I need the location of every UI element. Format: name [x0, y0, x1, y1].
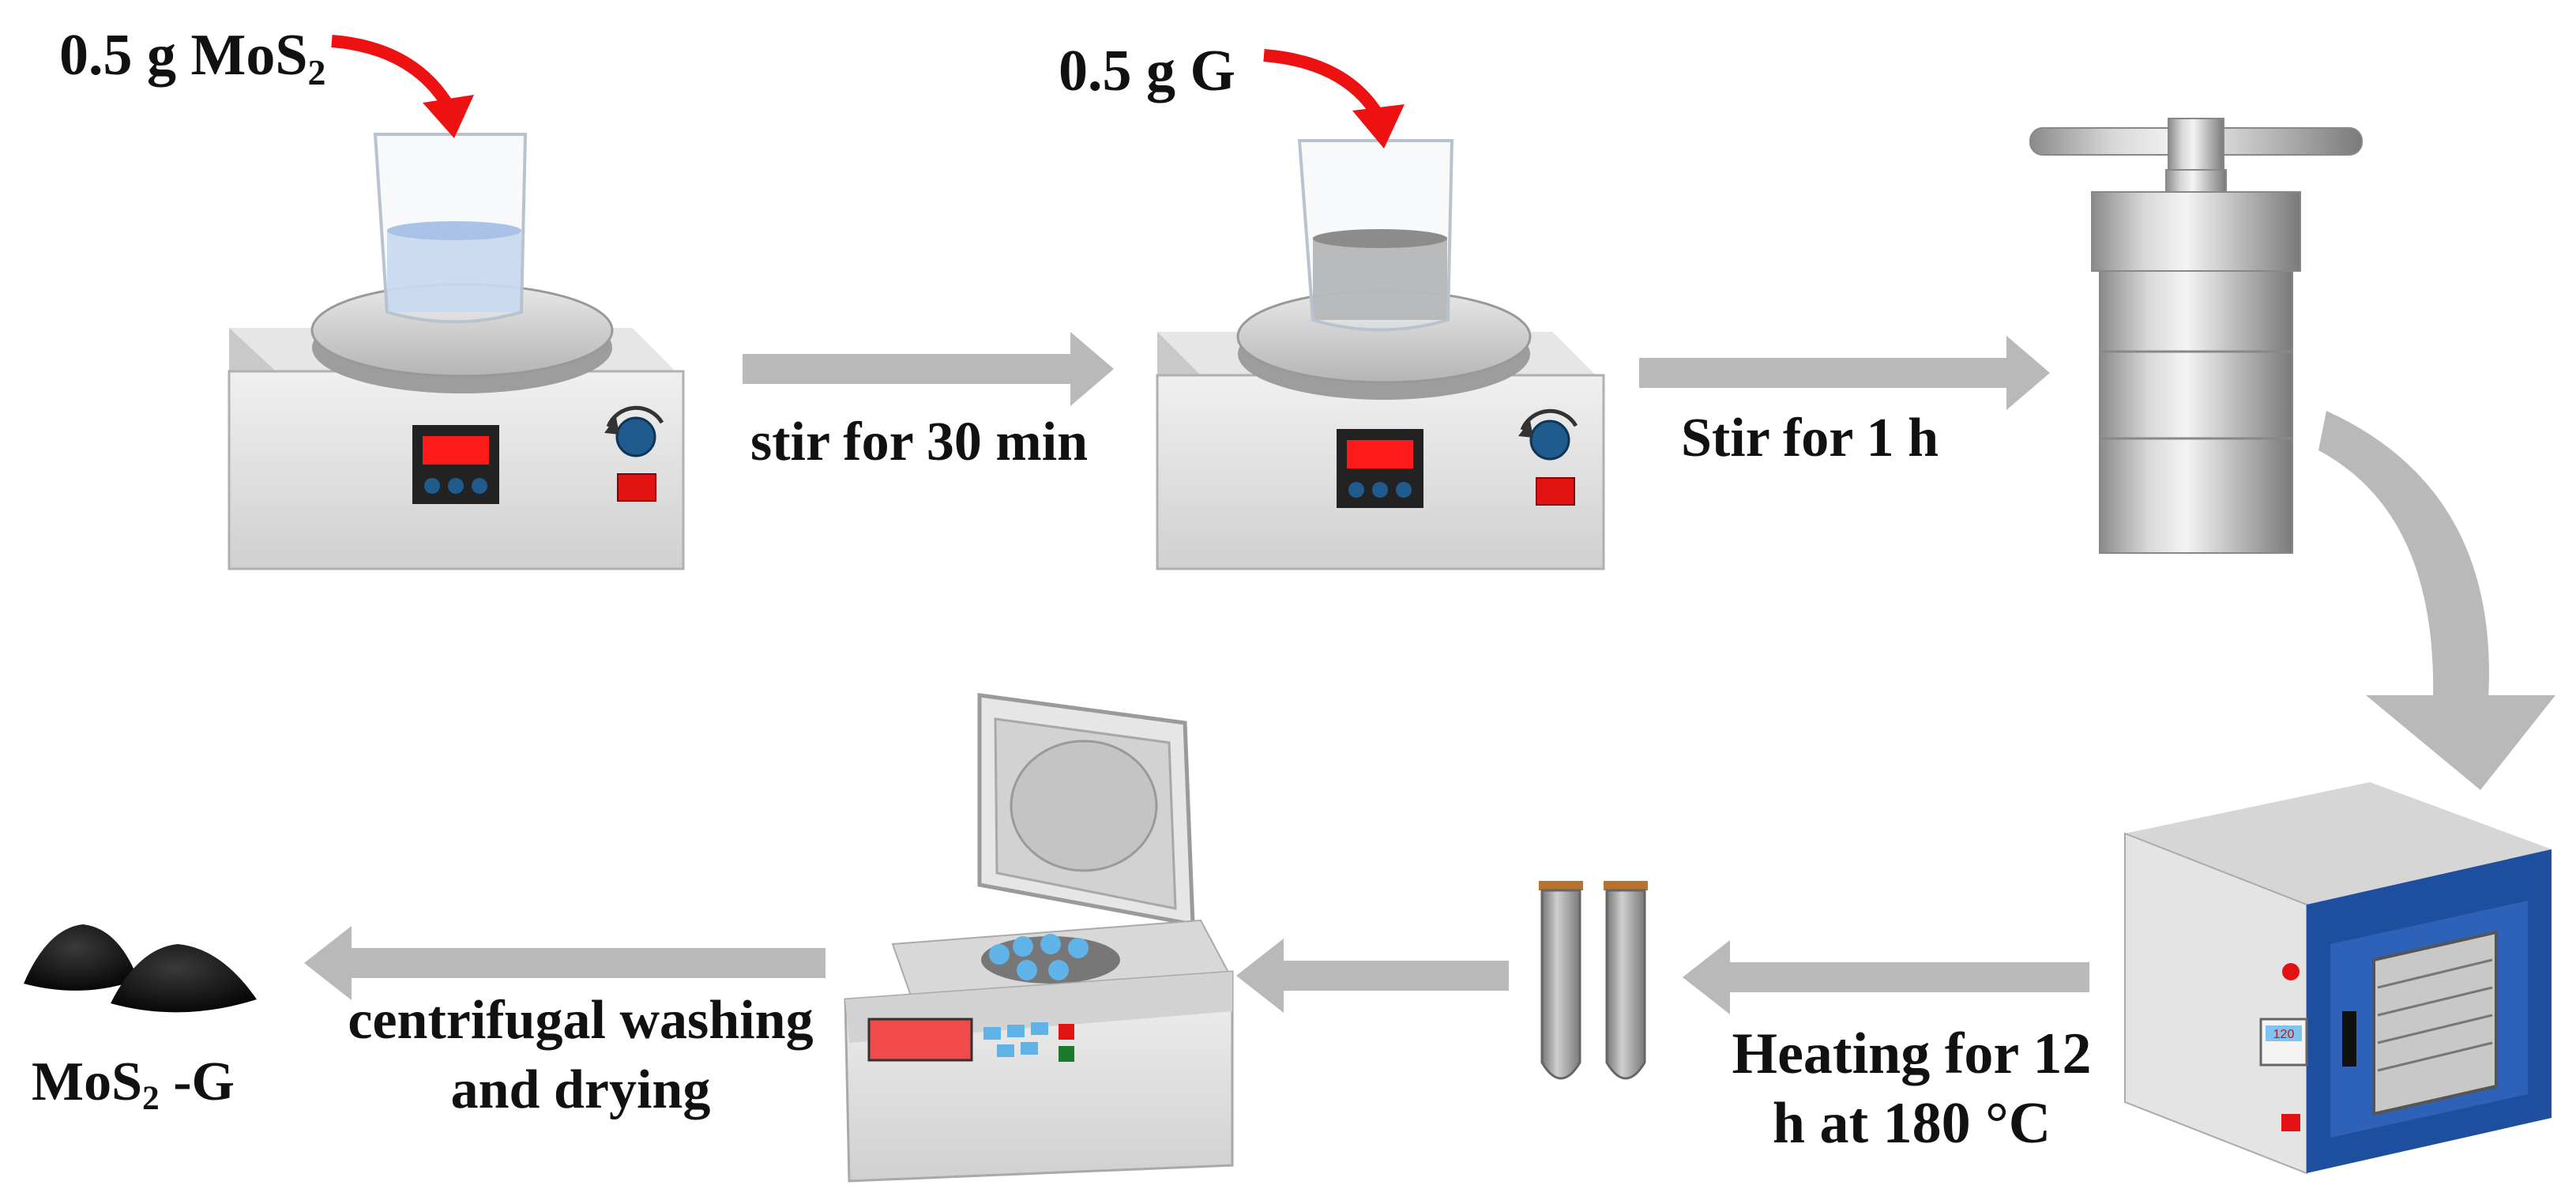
switch-1	[617, 473, 656, 502]
arrow-centrifuge-to-product	[304, 926, 825, 1000]
label-g-amount-text: 0.5 g G	[1059, 39, 1236, 103]
drying-oven: 120	[2124, 782, 2552, 1175]
beaker-2	[1297, 139, 1454, 332]
oven-window	[2372, 930, 2498, 1116]
knob-2	[1518, 408, 1578, 461]
label-stir-1-h: Stir for 1 h	[1681, 407, 1939, 470]
beaker-1	[373, 133, 528, 324]
label-heating-line1: Heating for 12	[1732, 1022, 2092, 1086]
label-g-amount: 0.5 g G	[1059, 38, 1235, 105]
label-product-sub: 2	[142, 1079, 160, 1118]
label-washing-line2: and drying	[450, 1059, 711, 1120]
autoclave	[2029, 118, 2363, 554]
label-mos2-amount-sub: 2	[307, 51, 326, 92]
centrifuge	[844, 693, 1234, 1183]
arrow-oven-to-tubes	[1683, 940, 2089, 1014]
label-heating: Heating for 12 h at 180 °C	[1722, 1019, 2101, 1158]
label-mos2-amount: 0.5 g MoS2	[59, 22, 325, 93]
arrow-tubes-to-centrifuge	[1236, 939, 1509, 1013]
magnetic-stirrer-2	[1156, 139, 1605, 570]
label-stir-30-min-text: stir for 30 min	[750, 412, 1089, 472]
arrow-stirrer2-to-autoclave	[1639, 336, 2050, 410]
magnetic-stirrer-1	[228, 133, 685, 570]
label-product: MoS2 -G	[32, 1051, 235, 1118]
label-washing-line1: centrifugal washing	[348, 990, 814, 1051]
label-stir-30-min: stir for 30 min	[750, 411, 1088, 474]
label-centrifugal-washing: centrifugal washing and drying	[332, 986, 829, 1125]
red-arrow-add-g	[1263, 49, 1405, 149]
label-mos2-amount-text: 0.5 g MoS	[59, 23, 308, 88]
centrifuge-display	[867, 1018, 973, 1062]
centrifuge-keypad	[983, 1022, 1074, 1062]
oven-handle	[2342, 1011, 2356, 1067]
switch-2	[1536, 477, 1575, 506]
oven-display: 120	[2259, 1018, 2308, 1067]
label-product-suffix: -G	[159, 1052, 235, 1112]
mos2-g-powder	[24, 924, 257, 1013]
red-arrow-add-mos2	[331, 35, 474, 138]
arrow-stirrer1-to-stirrer2	[743, 332, 1114, 406]
label-heating-line2: h at 180 °C	[1772, 1091, 2051, 1156]
label-product-prefix: MoS	[32, 1052, 142, 1112]
arrow-autoclave-to-oven	[2318, 411, 2555, 790]
test-tubes	[1539, 881, 1648, 1080]
knob-1	[604, 405, 664, 457]
label-stir-1-h-text: Stir for 1 h	[1681, 408, 1939, 468]
oven-display-value: 120	[2273, 1028, 2295, 1041]
